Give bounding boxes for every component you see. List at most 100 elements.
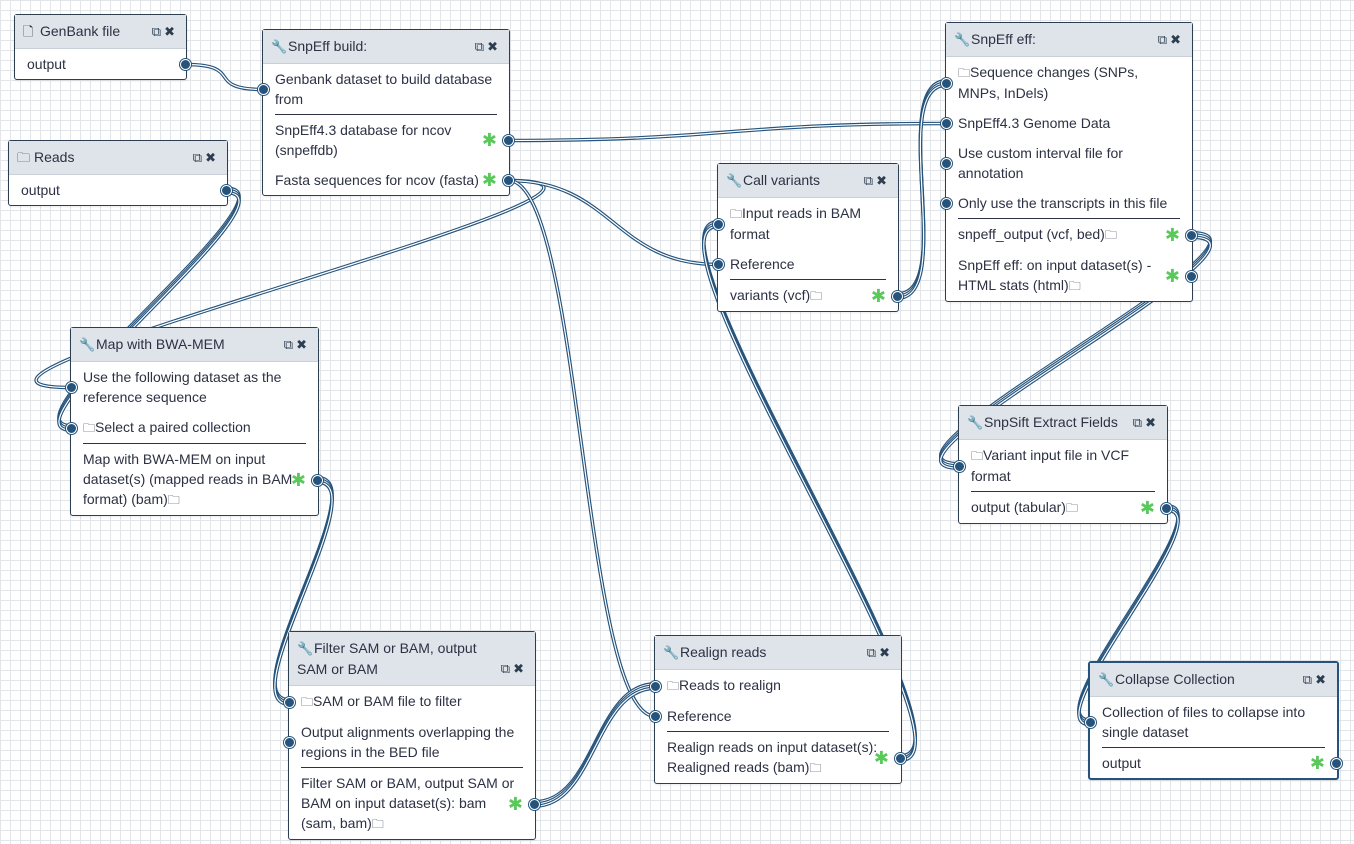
input-terminal[interactable]: [713, 259, 724, 270]
input-terminal[interactable]: [713, 218, 724, 230]
node-title: SnpEff eff:: [971, 31, 1036, 47]
output-terminal[interactable]: [1186, 270, 1197, 282]
input-terminal[interactable]: [650, 711, 661, 722]
output-snpeff-db: SnpEff4.3 database for ncov (snpeffdb)✱: [275, 114, 514, 165]
node-title: Reads: [34, 149, 75, 165]
input-terminal[interactable]: [941, 77, 952, 89]
input-terminal[interactable]: [941, 158, 952, 169]
workflow-output-star-icon[interactable]: ✱: [290, 469, 306, 490]
workflow-output-star-icon[interactable]: ✱: [1309, 753, 1325, 773]
output-terminal[interactable]: [529, 798, 540, 810]
close-icon[interactable]: ✖: [1315, 672, 1329, 687]
workflow-output-star-icon[interactable]: ✱: [870, 285, 886, 306]
workflow-output-star-icon[interactable]: ✱: [1139, 497, 1155, 518]
input-collection-files: Collection of files to collapse into sin…: [1085, 697, 1325, 747]
folder-icon: 🗀: [1104, 228, 1117, 242]
folder-icon: 🗀: [167, 493, 180, 507]
output-terminal[interactable]: [312, 474, 323, 486]
input-terminal[interactable]: [941, 118, 952, 129]
output-filtered-bam: Filter SAM or BAM, output SAM or BAM on …: [301, 767, 540, 839]
input-terminal[interactable]: [66, 422, 77, 434]
wrench-icon: 🔧: [79, 337, 96, 352]
copy-icon[interactable]: ⧉: [283, 337, 297, 352]
folder-icon: 🗀: [971, 449, 984, 463]
node-snpsift-extract-fields[interactable]: 🔧SnpSift Extract Fields ⧉✖ 🗀Variant inpu…: [954, 405, 1172, 524]
input-terminal[interactable]: [954, 460, 965, 472]
input-genome-data: SnpEff4.3 Genome Data: [941, 108, 1180, 138]
node-title: Map with BWA-MEM: [96, 336, 225, 352]
input-terminal[interactable]: [284, 696, 295, 708]
node-collapse-collection[interactable]: 🔧Collapse Collection ⧉✖ Collection of fi…: [1085, 661, 1342, 780]
output-collapsed: output✱: [1102, 747, 1342, 778]
copy-icon[interactable]: ⧉: [866, 645, 880, 660]
close-icon[interactable]: ✖: [296, 337, 310, 352]
output-terminal[interactable]: [1331, 758, 1342, 769]
copy-icon[interactable]: ⧉: [1157, 32, 1171, 47]
input-reference: Use the following dataset as the referen…: [66, 362, 306, 412]
node-map-bwa-mem[interactable]: 🔧Map with BWA-MEM ⧉✖ Use the following d…: [66, 327, 323, 516]
output-terminal[interactable]: [503, 175, 514, 186]
input-terminal[interactable]: [284, 737, 295, 748]
node-realign-reads[interactable]: 🔧Realign reads ⧉✖ 🗀Reads to realign Refe…: [650, 635, 906, 784]
folder-icon: 🗀: [730, 207, 743, 221]
close-icon[interactable]: ✖: [164, 24, 178, 39]
output-terminal[interactable]: [895, 752, 906, 764]
wrench-icon: 🔧: [967, 415, 984, 430]
node-reads[interactable]: 🗀Reads ⧉✖ output: [8, 140, 232, 206]
input-sam-bam-file: 🗀SAM or BAM file to filter: [284, 686, 523, 717]
node-title: GenBank file: [40, 23, 121, 39]
input-reference: Reference: [713, 249, 886, 279]
copy-icon[interactable]: ⧉: [500, 661, 514, 676]
input-terminal[interactable]: [258, 84, 269, 95]
folder-icon: 🗀: [1068, 279, 1081, 293]
output-terminal[interactable]: [892, 290, 903, 302]
input-terminal[interactable]: [66, 382, 77, 393]
node-filter-sam-bam[interactable]: 🔧Filter SAM or BAM, output SAM or BAM ⧉✖…: [284, 631, 540, 840]
output-fasta: Fasta sequences for ncov (fasta)✱: [275, 165, 514, 195]
workflow-output-star-icon[interactable]: ✱: [1164, 224, 1180, 245]
node-snpeff-eff[interactable]: 🔧SnpEff eff: ⧉✖ 🗀Sequence changes (SNPs,…: [941, 22, 1197, 302]
close-icon[interactable]: ✖: [205, 150, 219, 165]
close-icon[interactable]: ✖: [879, 645, 893, 660]
copy-icon[interactable]: ⧉: [1132, 415, 1146, 430]
close-icon[interactable]: ✖: [1170, 32, 1184, 47]
output-terminal[interactable]: [503, 135, 514, 146]
workflow-output-star-icon[interactable]: ✱: [507, 793, 523, 814]
close-icon[interactable]: ✖: [513, 661, 527, 676]
node-title: SnpSift Extract Fields: [984, 414, 1118, 430]
close-icon[interactable]: ✖: [487, 39, 501, 54]
wrench-icon: 🔧: [954, 32, 971, 47]
wrench-icon: 🔧: [663, 645, 680, 660]
output-terminal[interactable]: [1186, 229, 1197, 241]
folder-icon: 🗀: [958, 66, 971, 80]
node-title: Call variants: [743, 172, 821, 188]
copy-icon[interactable]: ⧉: [192, 150, 206, 165]
node-title: SnpEff build:: [288, 38, 368, 54]
copy-icon[interactable]: ⧉: [863, 173, 877, 188]
close-icon[interactable]: ✖: [1145, 415, 1159, 430]
node-genbank-file[interactable]: 🗋GenBank file ⧉✖ output: [14, 14, 191, 80]
node-title: Filter SAM or BAM, output SAM or BAM: [297, 640, 477, 677]
output-terminal[interactable]: [180, 59, 191, 70]
workflow-output-star-icon[interactable]: ✱: [481, 170, 497, 190]
output-terminal[interactable]: [1161, 502, 1172, 514]
copy-icon[interactable]: ⧉: [474, 39, 488, 54]
copy-icon[interactable]: ⧉: [1302, 672, 1316, 687]
close-icon[interactable]: ✖: [876, 173, 890, 188]
workflow-output-star-icon[interactable]: ✱: [481, 130, 497, 150]
wrench-icon: 🔧: [726, 173, 743, 188]
input-bam-reads: 🗀Input reads in BAM format: [713, 198, 886, 249]
input-terminal[interactable]: [650, 680, 661, 692]
output-terminal[interactable]: [221, 185, 232, 196]
wire-fasta-to-call: [508, 178, 719, 267]
workflow-output-star-icon[interactable]: ✱: [1164, 265, 1180, 286]
copy-icon[interactable]: ⧉: [151, 24, 165, 39]
folder-icon: 🗀: [810, 289, 823, 303]
output-html-stats: SnpEff eff: on input dataset(s) - HTML s…: [958, 250, 1197, 301]
node-snpeff-build[interactable]: 🔧SnpEff build: ⧉✖ Genbank dataset to bui…: [258, 29, 514, 196]
node-call-variants[interactable]: 🔧Call variants ⧉✖ 🗀Input reads in BAM fo…: [713, 163, 903, 312]
folder-icon: 🗀: [667, 679, 680, 693]
input-terminal[interactable]: [1085, 717, 1096, 728]
input-terminal[interactable]: [941, 198, 952, 209]
workflow-output-star-icon[interactable]: ✱: [873, 747, 889, 768]
